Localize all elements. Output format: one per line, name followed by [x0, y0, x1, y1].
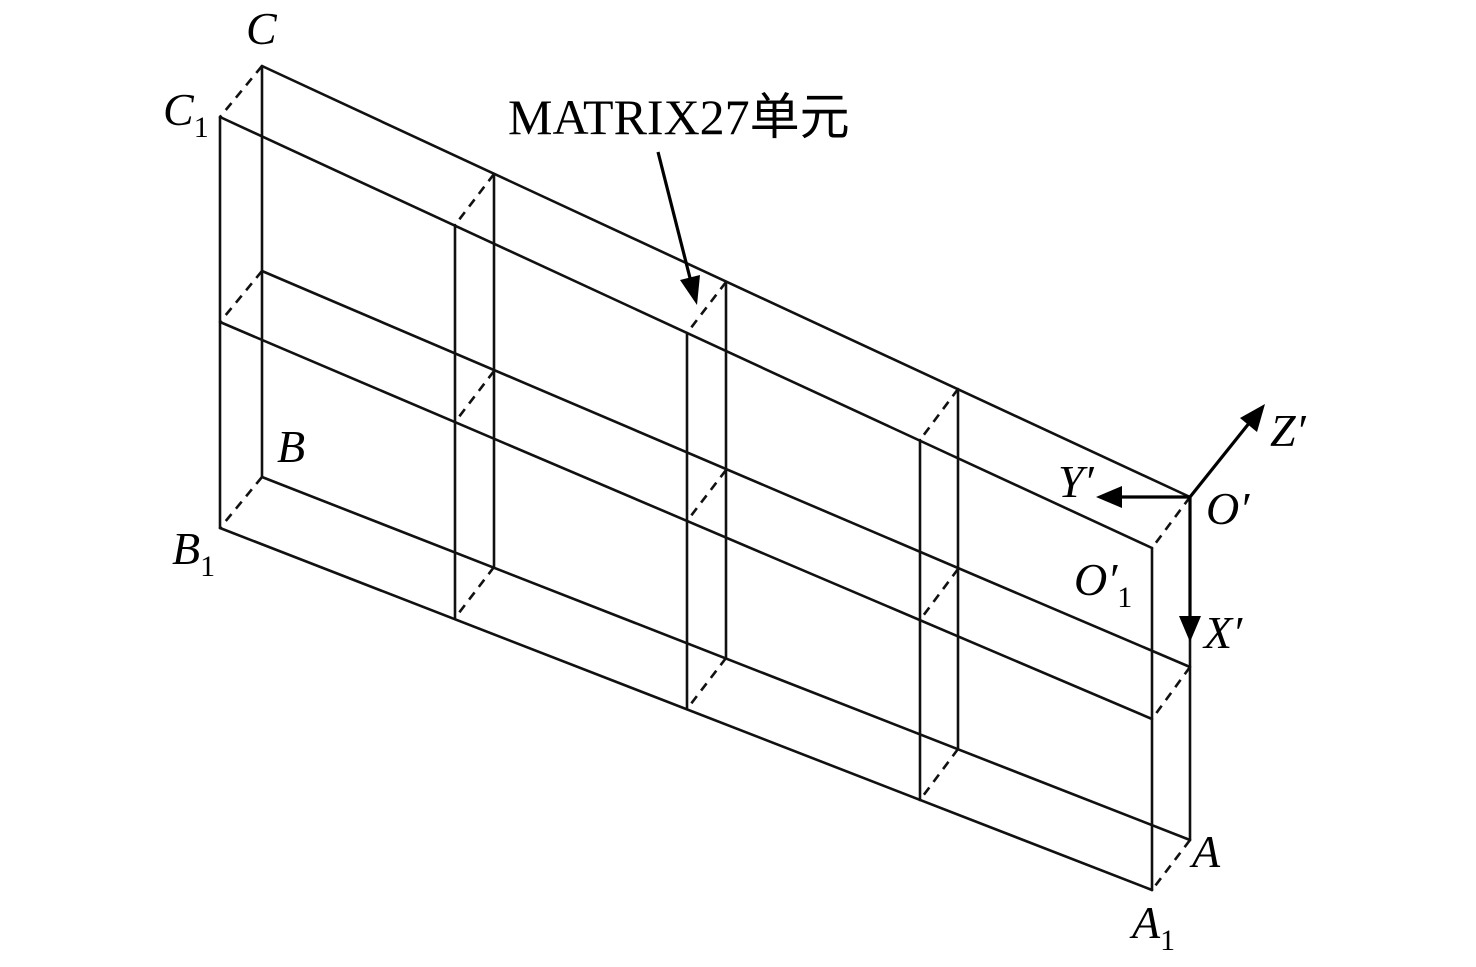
point-label-c1: C1 — [163, 84, 209, 144]
depth-connector — [1150, 839, 1192, 891]
point-label-b1: B1 — [172, 523, 215, 583]
mesh-lines — [218, 64, 1192, 892]
y-axis-arrow — [1096, 486, 1190, 508]
depth-connector — [1150, 496, 1192, 549]
callout-arrow — [656, 151, 700, 305]
depth-connector — [453, 173, 496, 226]
depth-connector — [453, 370, 496, 423]
point-label-b: B — [277, 421, 305, 472]
callout-label: MATRIX27单元 — [508, 89, 850, 145]
depth-connector — [1150, 666, 1192, 720]
depth-connector — [685, 657, 728, 710]
origin-label-o1: O′1 — [1074, 554, 1132, 614]
axis-label-x: X′ — [1202, 607, 1243, 658]
z-axis-arrow — [1188, 404, 1265, 498]
depth-connector — [918, 568, 960, 621]
depth-connector — [685, 281, 728, 334]
depth-connector — [685, 469, 728, 522]
axis-label-z: Z′ — [1270, 405, 1307, 456]
axis-label-y: Y′ — [1058, 456, 1095, 507]
point-label-c: C — [246, 3, 278, 54]
coordinate-axes — [1096, 404, 1265, 642]
depth-connector — [453, 566, 496, 619]
depth-connector — [918, 748, 960, 801]
point-label-a1: A1 — [1129, 897, 1175, 957]
depth-connector — [218, 270, 264, 323]
origin-label-o: O′ — [1206, 483, 1250, 534]
point-label-a: A — [1189, 826, 1221, 877]
x-axis-arrow — [1179, 497, 1201, 642]
depth-connector — [218, 65, 264, 118]
depth-connector — [218, 476, 264, 529]
depth-connector — [918, 388, 960, 441]
